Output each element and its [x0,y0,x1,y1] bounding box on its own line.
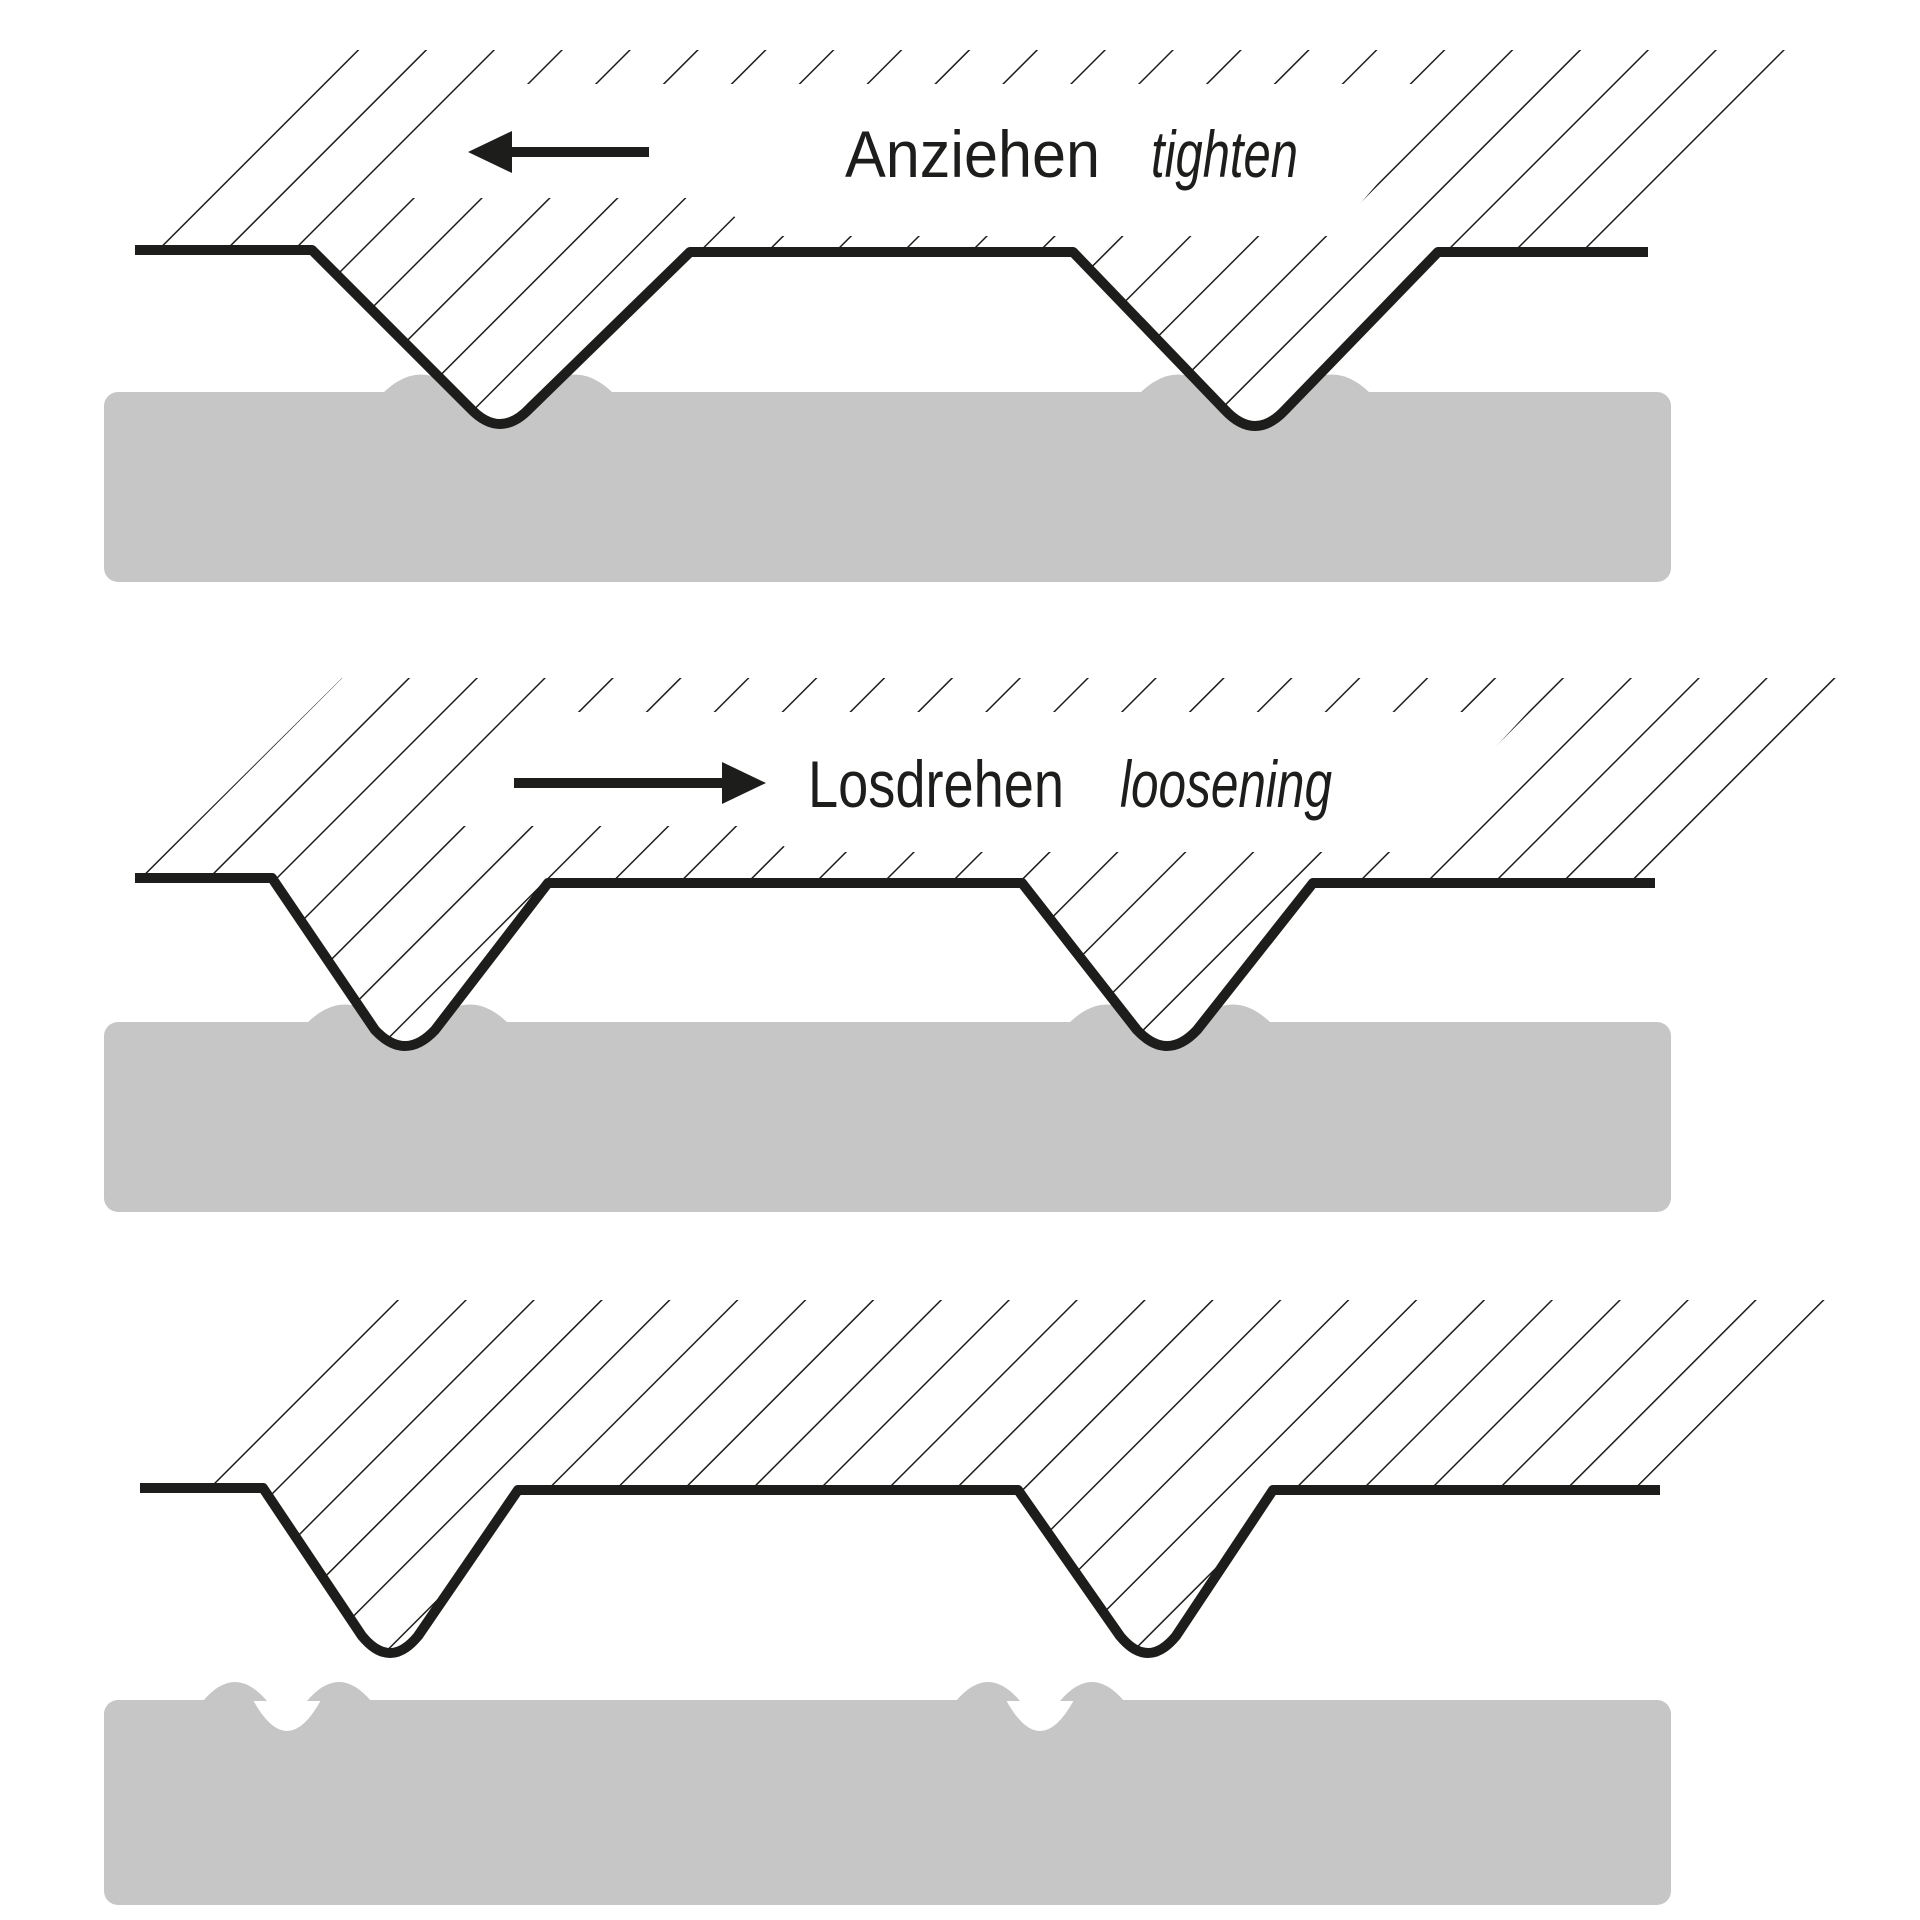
panel-released [104,1300,1847,1905]
clamped-plate [104,392,1671,582]
left-arrow [468,131,649,173]
impression-notch [956,1682,1124,1731]
arrow-head [722,762,766,804]
section-hatching [145,1300,1847,1653]
impression-notch [203,1682,371,1731]
notch-lip [956,1682,1020,1701]
panel-loosening: Losdrehen loosening [104,678,1860,1212]
label-losdrehen: Losdrehen [808,747,1064,821]
arrow-head [468,131,512,173]
hatch-gap [347,84,1464,236]
notch-lip [203,1682,267,1701]
label-tighten: tighten [1151,117,1298,191]
notch-valley [253,1700,321,1731]
label-loosening: loosening [1120,747,1332,821]
serration-outline [135,873,1655,1051]
label-anziehen: Anziehen [845,117,1100,191]
serration-outline [135,245,1648,431]
serration-outline [140,1483,1660,1658]
clamped-plate [104,1700,1671,1905]
hatch-gap [400,712,1528,852]
notch-lip [1060,1682,1124,1701]
right-arrow [514,762,766,804]
panel-tighten: Anziehen tighten [104,50,1845,582]
clamped-plate [104,1022,1671,1212]
notch-valley [1006,1700,1074,1731]
notch-lip [307,1682,371,1701]
